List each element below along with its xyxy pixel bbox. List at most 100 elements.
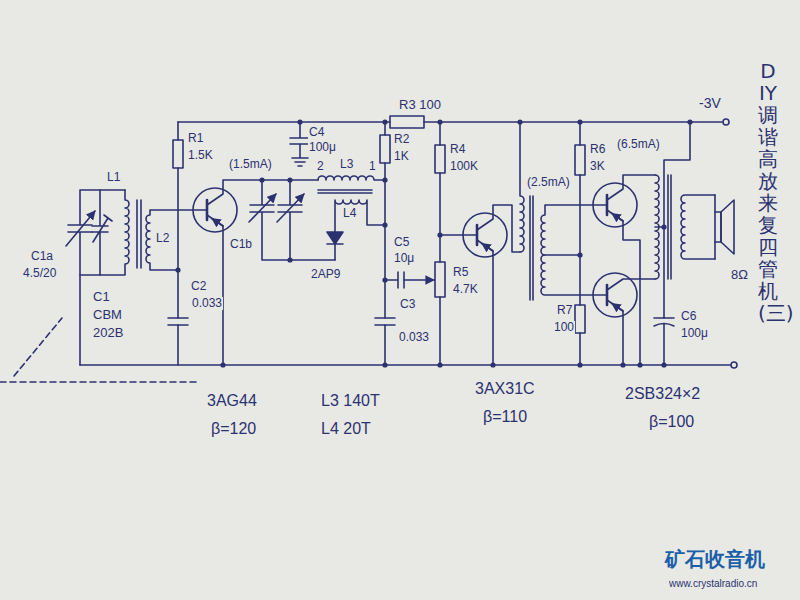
component-label: 4.5/20 — [22, 267, 57, 280]
coil-symbol — [520, 122, 524, 252]
junction-dot — [577, 119, 582, 124]
component-label: 0.033 — [191, 297, 223, 310]
junction-dot — [175, 267, 180, 272]
junction-dot — [661, 362, 666, 367]
wire — [579, 122, 581, 365]
junction-dot — [287, 257, 292, 262]
part-number: 3AG44 — [206, 392, 258, 410]
chassis-line — [0, 318, 200, 382]
component-label: C4 — [308, 126, 325, 139]
wire — [477, 205, 520, 365]
component-label: 0.033 — [398, 331, 430, 344]
component-label: 100K — [449, 160, 479, 173]
component-label: (1.5mA) — [228, 158, 273, 171]
supply-rail — [178, 121, 722, 123]
component-label: 10μ — [393, 252, 415, 265]
junction-dot — [382, 119, 387, 124]
coil-symbol — [681, 195, 715, 259]
trimmer-symbol — [92, 190, 112, 275]
component-label: R2 — [393, 133, 410, 146]
component-label: R5 — [452, 266, 469, 279]
coil-turns: L3 140T — [320, 392, 381, 410]
vertical-title: DIY调谐高放来复四管机(三) — [758, 60, 778, 324]
junction-dot — [687, 119, 692, 124]
variable-arrow — [66, 211, 95, 246]
capacitor-symbol — [290, 122, 310, 166]
capacitor-symbol — [68, 190, 125, 365]
coil-symbol — [146, 210, 207, 270]
component-label: 1.5K — [187, 149, 214, 162]
component-label: β=100 — [648, 413, 695, 431]
transistor-base — [606, 195, 609, 215]
component-label: 1K — [393, 150, 410, 163]
resistor-symbol — [380, 135, 390, 163]
component-label: R6 — [589, 143, 606, 156]
capacitor-symbol — [375, 318, 395, 325]
component-label: 100μ — [680, 327, 709, 340]
component-label: L4 — [342, 207, 357, 220]
junction-dot — [382, 177, 387, 182]
wire — [545, 254, 580, 256]
component-label: L1 — [106, 171, 121, 184]
watermark: 矿石收音机 — [664, 548, 766, 570]
watermark-url: www.crystalradio.cn — [668, 578, 758, 589]
wire — [384, 122, 386, 365]
junction-dot — [577, 252, 582, 257]
component-label: CBM — [92, 308, 123, 322]
coil-symbol — [318, 176, 385, 180]
component-label: 2AP9 — [310, 268, 341, 281]
junction-dot — [437, 232, 442, 237]
component-label: C6 — [680, 310, 697, 323]
part-number: 2SB324×2 — [624, 385, 701, 403]
speaker-symbol — [721, 200, 734, 254]
component-label: C5 — [393, 236, 410, 249]
emitter-arrow — [212, 219, 223, 227]
transistor-base — [206, 200, 209, 220]
supply-label: -3V — [698, 96, 722, 111]
resistor-symbol — [575, 145, 585, 175]
terminal — [731, 362, 737, 368]
component-label: R1 — [187, 132, 204, 145]
coil-symbol — [80, 190, 129, 275]
junction-dot — [175, 119, 692, 367]
junction-dot — [382, 362, 387, 367]
component-label: 4.7K — [452, 283, 479, 296]
component-label: C1b — [229, 238, 253, 251]
core-lines — [530, 196, 533, 300]
transistor-symbol — [463, 213, 507, 257]
capacitor-symbol — [385, 272, 404, 288]
capacitor-symbol — [654, 318, 674, 326]
wiring — [0, 116, 737, 382]
junction-dot — [220, 362, 225, 367]
junction-dot — [259, 177, 264, 182]
component-label: 2 — [316, 160, 325, 173]
speaker-symbol — [715, 212, 721, 242]
junction-dot — [577, 362, 582, 367]
junction-dot — [620, 362, 625, 367]
component-label: C1a — [30, 250, 54, 263]
wire — [607, 175, 655, 365]
resistor-symbol — [173, 140, 183, 168]
junction-dot — [437, 362, 442, 367]
transistor-base — [606, 285, 609, 305]
transistor-symbol — [193, 188, 237, 232]
component-label: 1 — [368, 160, 377, 173]
component-label: C1 — [92, 290, 111, 304]
junction-dot — [382, 277, 387, 282]
component-label: L3 — [339, 158, 354, 171]
resistor-symbol — [435, 145, 445, 173]
component-label: 3K — [589, 160, 606, 173]
wire — [607, 279, 655, 365]
junction-dot — [637, 362, 642, 367]
wiper-arrow — [404, 279, 434, 281]
component-label: (2.5mA) — [526, 176, 571, 189]
component-label: C3 — [399, 298, 416, 311]
terminal — [723, 119, 729, 125]
capacitor-symbol — [168, 318, 188, 325]
component-label: R7 — [556, 304, 573, 317]
potentiometer-symbol — [435, 262, 445, 297]
emitter-arrow — [612, 214, 623, 222]
component-label: 202B — [92, 326, 124, 340]
resistor-symbol — [575, 305, 585, 333]
